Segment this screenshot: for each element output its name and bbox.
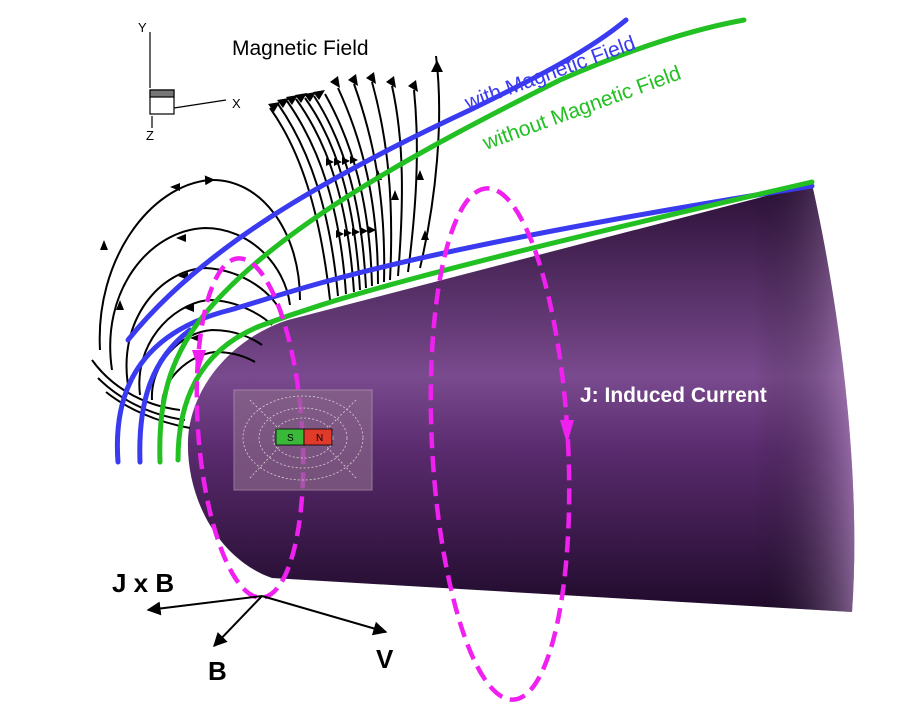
axis-z-label: Z (146, 128, 154, 143)
coordinate-axes-icon: Y X Z (138, 20, 241, 143)
x-axis-line (173, 99, 227, 109)
field-line (109, 226, 291, 371)
v-label: V (376, 644, 394, 674)
shock-curve-without-field (175, 179, 815, 463)
field-line (391, 85, 403, 277)
v-vector (261, 595, 388, 636)
field-line (304, 97, 361, 291)
shock-curve-with-field (114, 17, 815, 465)
vehicle-body-rim-highlight (187, 184, 855, 612)
shock-curve-without-field-outer (157, 17, 747, 465)
magnet-field-sketch (242, 395, 364, 481)
field-line (277, 103, 339, 297)
axis-x-label: X (232, 96, 241, 111)
field-line (419, 55, 441, 269)
field-line (324, 93, 373, 287)
field-line (313, 95, 367, 289)
b-label: B (208, 656, 227, 686)
current-arrow-head (560, 420, 574, 444)
field-line (97, 377, 186, 421)
field-line (269, 107, 331, 301)
magnetic-field-label: Magnetic Field (232, 37, 369, 60)
induced-current-arrows (192, 350, 574, 444)
jxb-vector (146, 595, 263, 616)
axis-y-label: Y (138, 20, 147, 35)
shock-curve-with-field-nose (137, 327, 193, 465)
vehicle-body (187, 184, 855, 612)
shock-curves (114, 17, 815, 465)
jxb-label: J x B (112, 568, 174, 598)
magnet-north-label: N (316, 433, 323, 444)
b-vector (213, 595, 263, 648)
induced-current-label: J: Induced Current (580, 384, 767, 407)
magnet-south-label: S (287, 433, 294, 444)
field-line (337, 87, 379, 285)
force-vectors (146, 595, 388, 648)
bar-magnet-icon: S N (233, 389, 373, 491)
field-line (407, 89, 418, 273)
current-arrow-head (192, 350, 206, 372)
magnet-north-pole (303, 428, 333, 446)
